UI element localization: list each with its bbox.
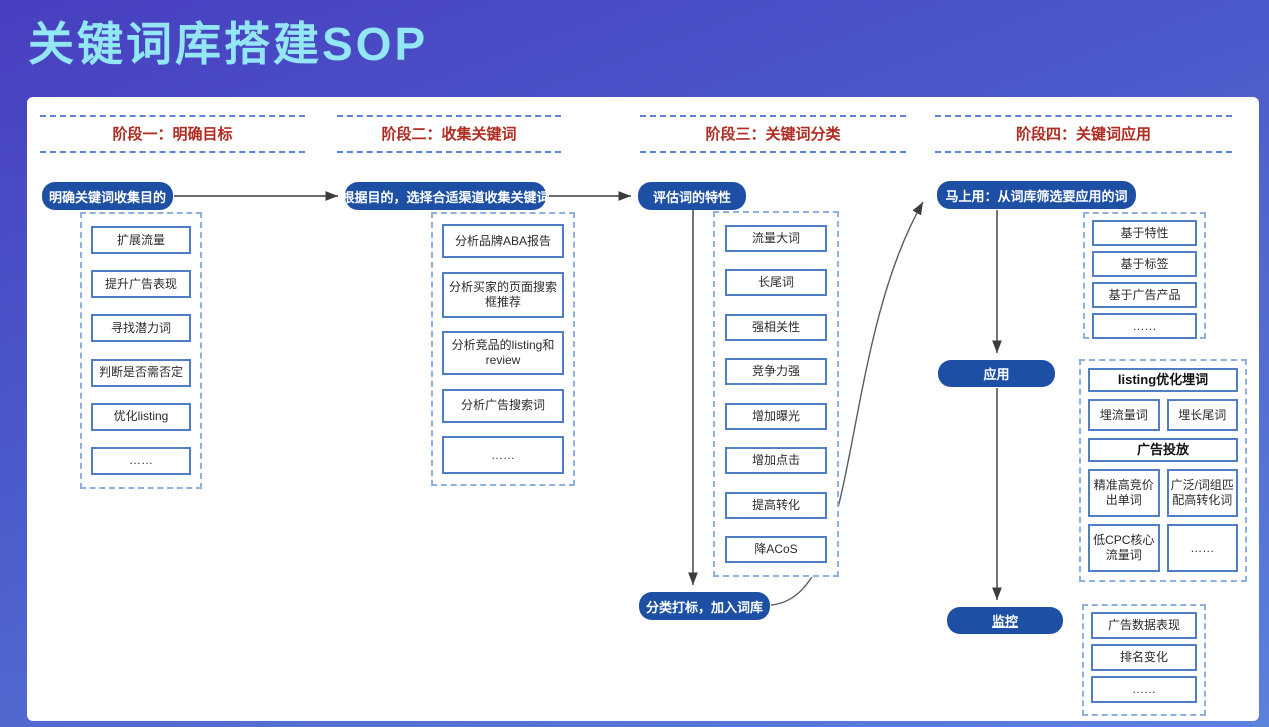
list-item: 提高转化 [725,491,827,519]
node-monitor-label: 监控 [991,614,1018,629]
list-item: 扩展流量 [91,226,191,254]
ad-items-row-1: 精准高竞价出单词 广泛/词组匹配高转化词 [1088,469,1238,517]
list-item: 竞争力强 [725,358,827,386]
node-apply: 应用 [938,360,1055,387]
list-item: 增加点击 [725,447,827,475]
list-item: 分析买家的页面搜索框推荐 [442,271,564,318]
list-item: …… [1166,524,1238,572]
phase-4-application-list: listing优化埋词 埋流量词 埋长尾词 广告投放 精准高竞价出单词 广泛/词… [1079,359,1247,582]
list-item: 降ACoS [725,535,827,563]
phase-4-header: 阶段四：关键词应用 [935,115,1232,153]
list-item: 基于标签 [1092,251,1197,277]
list-item: 优化listing [91,402,191,431]
node-tag-add-to-library: 分类打标，加入词库 [639,592,770,620]
listing-items-row: 埋流量词 埋长尾词 [1088,399,1238,431]
list-item: …… [1091,676,1197,703]
list-item: 埋长尾词 [1166,399,1238,431]
list-item: 排名变化 [1091,644,1197,671]
list-item: 长尾词 [725,269,827,297]
list-item: 流量大词 [725,225,827,252]
phase-4-filter-list: 基于特性 基于标签 基于广告产品 …… [1083,212,1206,339]
node-collect-keywords: 根据目的，选择合适渠道收集关键词 [342,182,550,210]
list-item: 寻找潜力词 [91,314,191,343]
list-item: 广泛/词组匹配高转化词 [1166,469,1238,517]
listing-section-header: listing优化埋词 [1088,368,1238,392]
phase-3-item-list: 流量大词 长尾词 强相关性 竞争力强 增加曝光 增加点击 提高转化 降ACoS [713,211,839,577]
list-item: 埋流量词 [1088,399,1160,431]
list-item: 增加曝光 [725,402,827,430]
ad-items-row-2: 低CPC核心流量词 …… [1088,524,1238,572]
list-item: 分析品牌ABA报告 [442,224,564,258]
list-item: 分析竞品的listing和review [442,331,564,375]
phase-3-header: 阶段三：关键词分类 [640,115,906,153]
list-item: …… [91,446,191,475]
node-monitor: 监控 [947,607,1063,634]
list-item: 广告数据表现 [1091,612,1197,639]
phase-2-header: 阶段二：收集关键词 [337,115,561,153]
list-item: …… [442,436,564,474]
phase-1-header: 阶段一：明确目标 [40,115,305,153]
list-item: 分析广告搜索词 [442,388,564,423]
node-use-now: 马上用：从词库筛选要应用的词 [937,181,1136,209]
ad-section-header: 广告投放 [1088,438,1238,462]
list-item: 强相关性 [725,313,827,341]
page-title: 关键词库搭建SOP [28,18,429,70]
node-clarify-purpose: 明确关键词收集目的 [42,182,173,210]
list-item: 基于特性 [1092,220,1197,246]
phase-1-item-list: 扩展流量 提升广告表现 寻找潜力词 判断是否需否定 优化listing …… [80,212,202,489]
node-evaluate-traits: 评估词的特性 [638,182,746,210]
list-item: 提升广告表现 [91,270,191,299]
list-item: 精准高竞价出单词 [1088,469,1160,517]
phase-4-monitor-list: 广告数据表现 排名变化 …… [1082,604,1206,716]
list-item: 判断是否需否定 [91,358,191,387]
phase-2-item-list: 分析品牌ABA报告 分析买家的页面搜索框推荐 分析竞品的listing和revi… [431,212,575,486]
list-item: …… [1092,313,1197,339]
list-item: 基于广告产品 [1092,282,1197,308]
list-item: 低CPC核心流量词 [1088,524,1160,572]
